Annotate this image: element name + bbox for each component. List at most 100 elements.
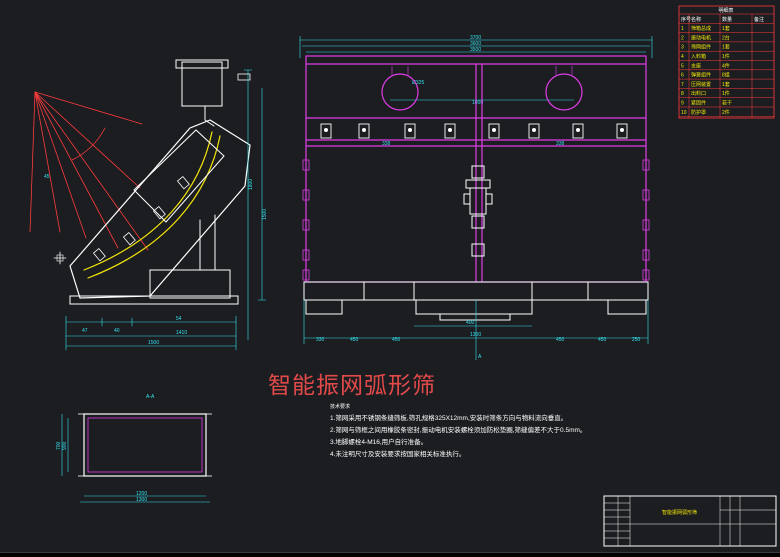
front-circle-note: Ø325 (412, 80, 424, 86)
plan-side-dim-1: 700 (56, 441, 62, 450)
side-clip (642, 249, 650, 261)
side-clip (302, 269, 310, 281)
bolt (358, 123, 370, 139)
technical-notes: 技术要求 1.筛网采用不锈钢条缝筛板,筛孔规格325X12mm,安装时筛条方向与… (330, 403, 586, 458)
parts-table-cell: 若干 (722, 100, 732, 107)
motor-left (381, 73, 419, 111)
parts-table-cell: 7 (681, 82, 684, 88)
tension-bolts (320, 123, 628, 139)
front-bottom-dim: 450 (392, 337, 401, 343)
construction-line (34, 91, 149, 251)
bolt-head (576, 128, 580, 132)
notes-heading: 技术要求 (330, 403, 350, 410)
parts-table-cell: 压网装置 (691, 81, 711, 88)
parts-table-cell: 5 (681, 63, 684, 69)
construction-line (34, 91, 61, 233)
front-bottom-dim: 330 (316, 337, 325, 343)
parts-table-cell: 1件 (722, 90, 730, 97)
rail-dim-1: 338 (382, 141, 391, 147)
plan-dim-2: 1300 (136, 497, 147, 503)
screen-arc-inner (87, 135, 221, 279)
bolt (616, 123, 628, 139)
front-inner-dim: 1800 (472, 100, 483, 106)
parts-table-cell: 10 (681, 110, 687, 116)
front-top-dim-1: 3700 (470, 35, 481, 41)
front-bottom-dim: 250 (632, 337, 641, 343)
parts-table-cell: 支座 (691, 62, 701, 69)
side-dim-3: 54 (176, 316, 182, 322)
title-block-name: 智能振网弧形筛 (662, 509, 697, 516)
parts-table-cell: 弹簧组件 (691, 72, 711, 79)
screen-arc (83, 131, 213, 271)
note-2: 2.筛网与筛框之间用橡胶条密封,振动电机安装螺栓须加防松垫圈,筛缝偏差不大于0.… (330, 425, 586, 434)
motor-right (545, 73, 583, 111)
bolt-head (324, 128, 328, 132)
note-1: 1.筛网采用不锈钢条缝筛板,筛孔规格325X12mm,安装时筛条方向与物料流向垂… (330, 413, 567, 422)
parts-table-cell: 4件 (722, 62, 730, 69)
parts-table-cell: 筛网组件 (691, 44, 711, 51)
parts-table-cell: 振动电机 (691, 34, 711, 41)
note-4: 4.未注明尺寸及安装要求按国家相关标准执行。 (330, 449, 465, 458)
parts-table-cell: 2 (681, 35, 684, 41)
bolt-head (620, 128, 624, 132)
bolt-head (362, 128, 366, 132)
side-dim-2: 40 (114, 328, 120, 334)
bolt (404, 123, 416, 139)
bolt-head (408, 128, 412, 132)
construction-line (34, 91, 141, 189)
bolt (488, 123, 500, 139)
side-clip (642, 189, 650, 201)
parts-table-cell: 6 (681, 73, 684, 79)
plan-label: A-A (146, 394, 155, 400)
front-bottom-dim: 450 (556, 337, 565, 343)
side-dim-right-2: 1500 (262, 209, 268, 220)
construction-line (29, 91, 36, 233)
parts-table-cell: 1 (681, 26, 684, 32)
parts-table-header: 备注 (754, 16, 764, 23)
plan-side-dim-2: 900 (62, 441, 68, 450)
parts-table-cell: 紧固件 (691, 100, 706, 107)
plan-dim-1: 1200 (136, 491, 147, 497)
side-dim-5: 1500 (148, 340, 159, 346)
front-bottom-dim: 450 (350, 337, 359, 343)
plan-view: A-A 1200 1300 700 900 (56, 394, 212, 503)
front-bottom-dim: 1300 (470, 332, 481, 338)
center-dim: 400 (466, 320, 475, 326)
side-clip (642, 219, 650, 231)
side-clip (642, 159, 650, 171)
rail-dim-2: 338 (556, 141, 565, 147)
parts-table-cell: 1套 (722, 25, 730, 32)
front-view: 3700 3600 3500 1800 Ø325 338 338 (299, 35, 653, 360)
drawing-title: 智能振网弧形筛 (268, 373, 436, 399)
side-clip (642, 269, 650, 281)
side-clip (302, 189, 310, 201)
parts-table-cell: 3 (681, 45, 684, 51)
bolt (444, 123, 456, 139)
parts-table-title: 明细表 (718, 7, 733, 14)
section-label: A (478, 354, 482, 360)
side-dim-4: 1410 (176, 330, 187, 336)
side-view: 45 (29, 59, 268, 351)
front-top-dim-3: 3500 (470, 47, 481, 53)
note-3: 3.地脚螺栓4-M16,用户自行准备。 (330, 437, 427, 446)
side-dim-1: 47 (82, 328, 88, 334)
parts-table-header: 名称 (691, 16, 701, 23)
side-dimension-lines (65, 69, 267, 351)
center-clamp-assembly (463, 165, 493, 257)
bolt-head (492, 128, 496, 132)
side-clip (302, 249, 310, 261)
parts-table-cell: 2台 (722, 34, 730, 41)
side-clip (302, 159, 310, 171)
parts-table-cell: 8 (681, 91, 684, 97)
title-block: 智能振网弧形筛 (603, 495, 777, 547)
parts-table-cell: 8组 (722, 72, 730, 79)
parts-table-cell: 防护罩 (691, 109, 706, 116)
angle-arc (71, 127, 106, 161)
parts-table-cell: 9 (681, 101, 684, 107)
bolt (528, 123, 540, 139)
screen-housing (69, 119, 251, 299)
parts-table-cell: 入料箱 (691, 53, 706, 60)
front-top-dim-2: 3600 (470, 41, 481, 47)
